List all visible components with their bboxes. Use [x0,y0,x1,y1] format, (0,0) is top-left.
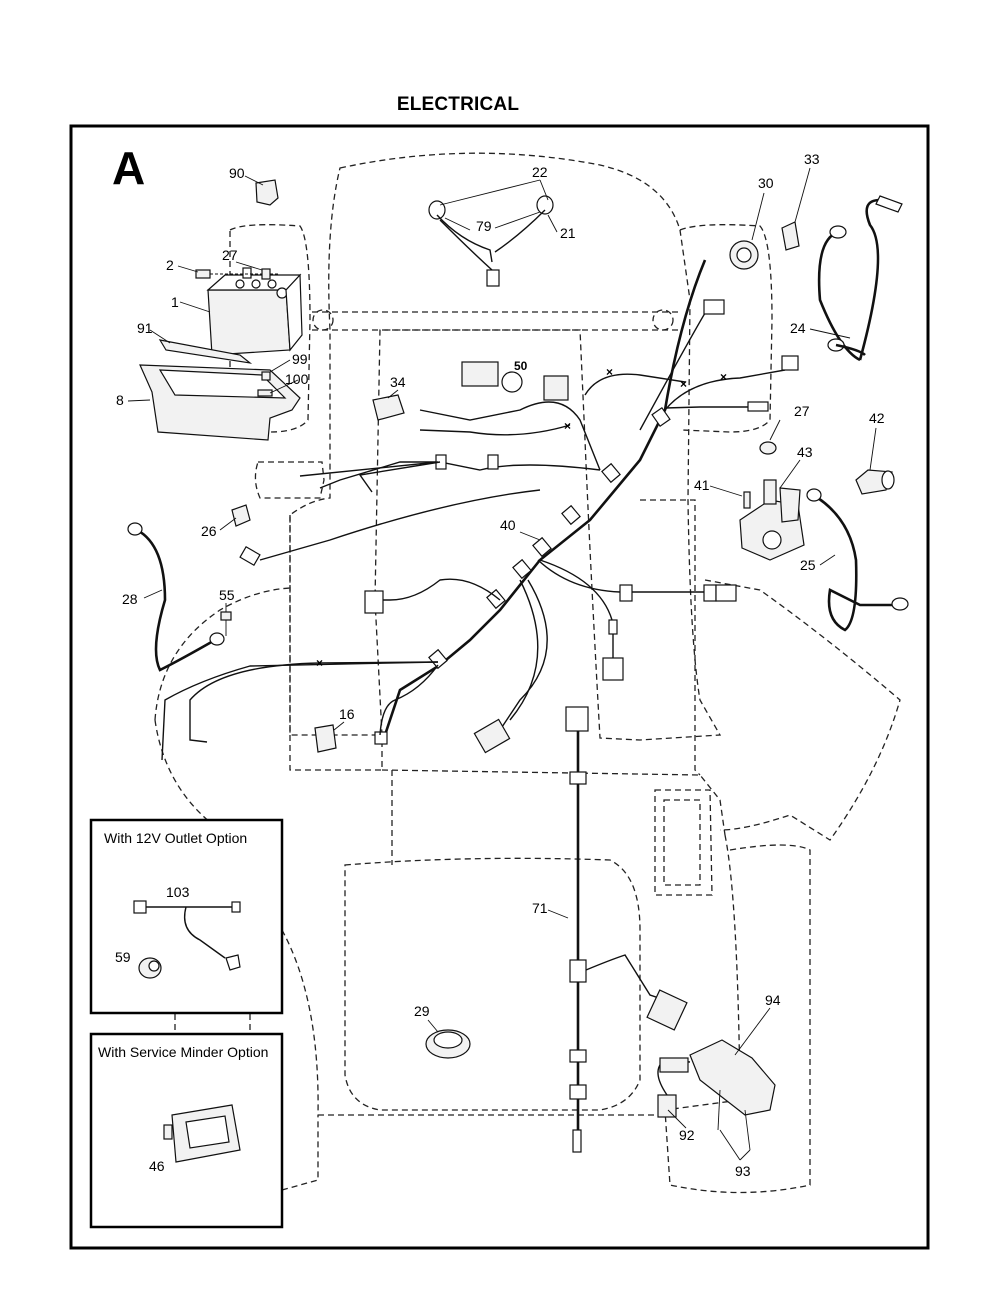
callout-2: 2 [166,257,174,273]
callout-16: 16 [339,706,355,722]
part-battery [206,267,303,356]
callout-59: 59 [115,949,131,965]
section-letter: A [112,142,145,194]
callout-29: 29 [414,1003,430,1019]
callout-92: 92 [679,1127,695,1143]
x-mark: × [720,370,727,384]
callout-100: 100 [285,371,309,387]
callout-46: 46 [149,1158,165,1174]
callout-21: 21 [560,225,576,241]
callout-1: 1 [171,294,179,310]
callout-91: 91 [137,320,153,336]
callout-labels: 90 27 2 1 91 99 100 8 22 79 21 30 33 24 … [116,151,885,1179]
callout-34: 34 [390,374,406,390]
callout-33: 33 [804,151,820,167]
callout-43: 43 [797,444,813,460]
callout-25: 25 [800,557,816,573]
part-battery-tray [139,364,301,441]
callout-93: 93 [735,1163,751,1179]
cables [127,195,909,672]
callout-42: 42 [869,410,885,426]
callout-27: 27 [222,247,238,263]
callout-99: 99 [292,351,308,367]
callout-41: 41 [694,477,710,493]
inset-minder-title: With Service Minder Option [98,1044,268,1060]
callout-28: 28 [122,591,138,607]
x-mark: × [564,419,571,433]
callout-8: 8 [116,392,124,408]
x-mark: × [316,656,323,670]
callout-90: 90 [229,165,245,181]
callout-94: 94 [765,992,781,1008]
callout-103: 103 [166,884,190,900]
part-90 [255,179,279,206]
callout-26: 26 [201,523,217,539]
inset-service-minder: With Service Minder Option 46 [89,1032,284,1229]
chassis-outline [154,152,901,1194]
inset-12v-title: With 12V Outlet Option [104,830,247,846]
callout-22: 22 [532,164,548,180]
callout-55: 55 [219,587,235,603]
main-harness: × × × × × [161,259,799,761]
callout-27: 27 [794,403,810,419]
callout-79: 79 [476,218,492,234]
callout-30: 30 [758,175,774,191]
callout-71: 71 [532,900,548,916]
callout-50: 50 [514,359,528,373]
diagram-frame [69,124,930,1250]
parts [139,179,895,1151]
inset-12v-outlet: With 12V Outlet Option 103 59 [89,818,284,1015]
page-title: ELECTRICAL [396,94,520,115]
x-mark: × [606,365,613,379]
rear-harness [565,706,688,1153]
callout-40: 40 [500,517,516,533]
callout-24: 24 [790,320,806,336]
x-mark: × [680,377,687,391]
